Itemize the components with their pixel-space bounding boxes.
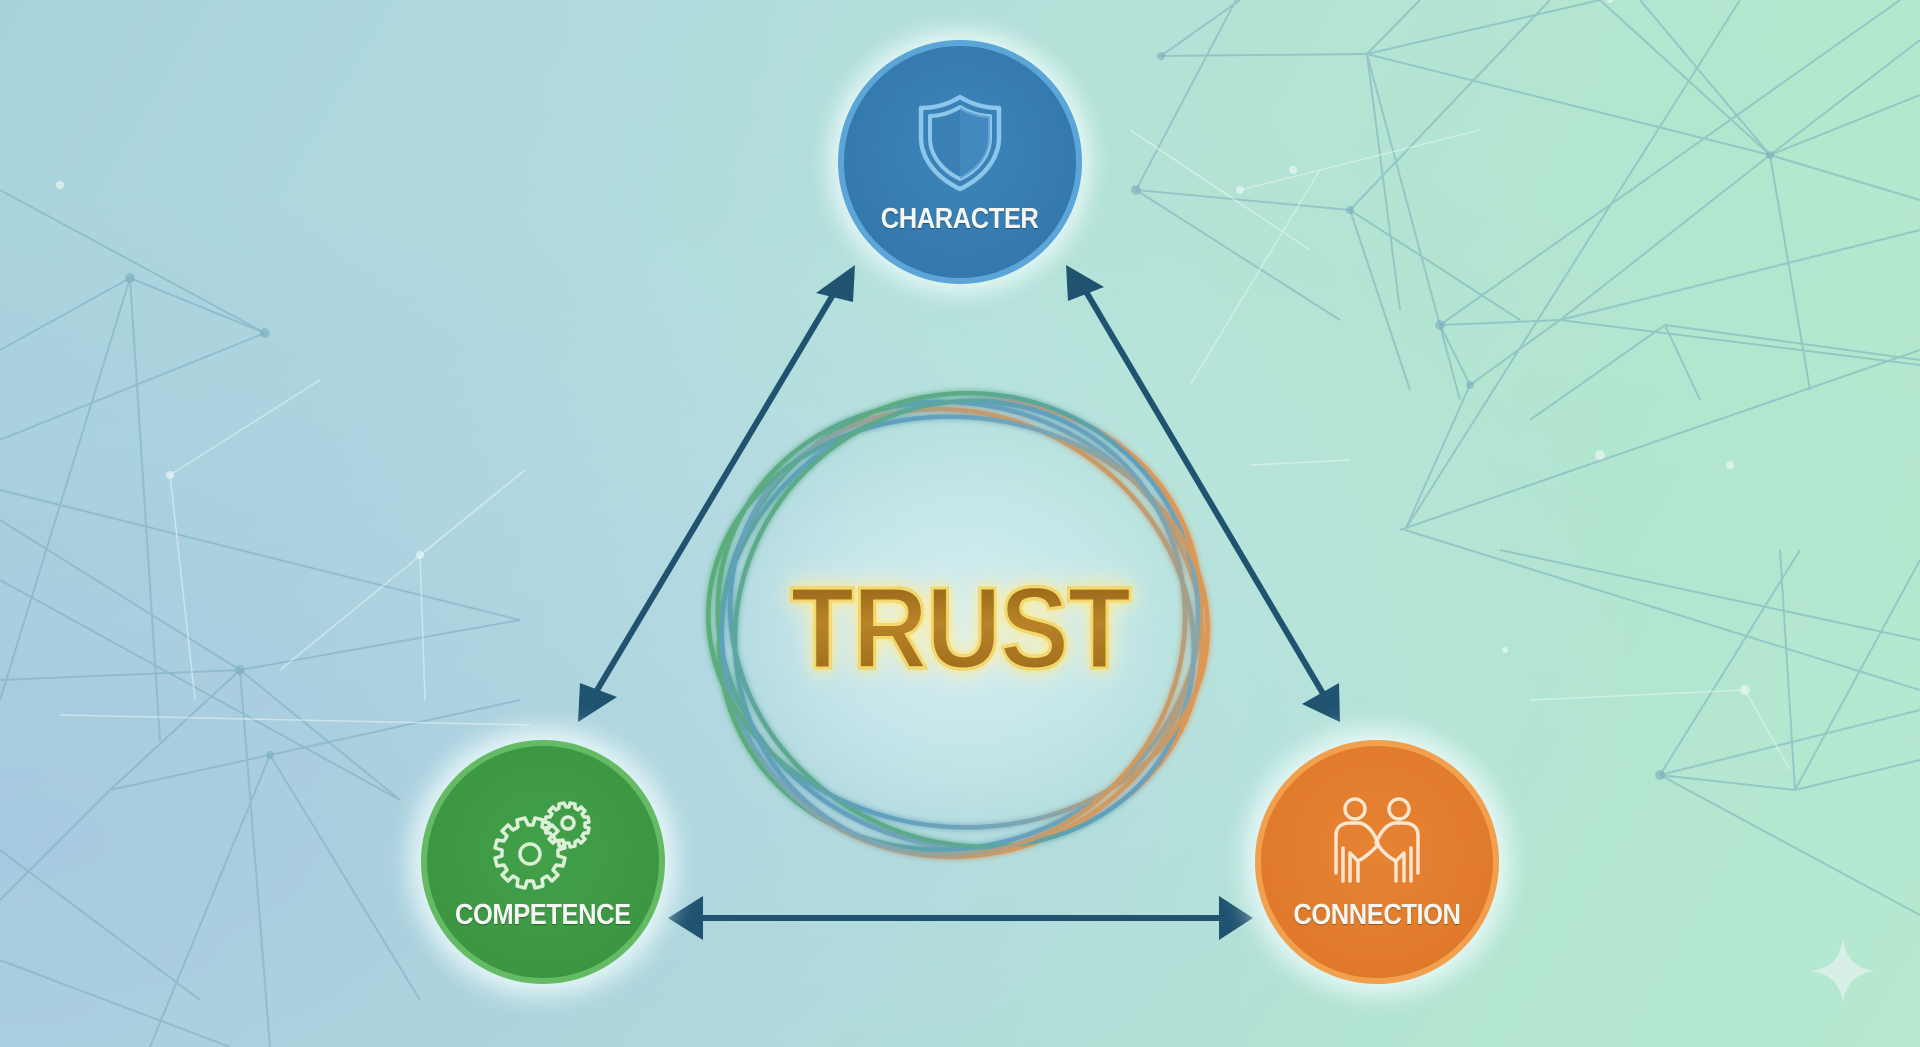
center-trust-label: TRUST bbox=[780, 569, 1140, 688]
sparkle-icon bbox=[1810, 938, 1876, 1004]
node-competence: COMPETENCE bbox=[421, 740, 665, 984]
arrow-character-connection bbox=[1075, 276, 1328, 699]
handshake-people-icon bbox=[1334, 796, 1420, 883]
node-competence-label: COMPETENCE bbox=[455, 898, 631, 931]
arrow-character-competence bbox=[590, 276, 846, 699]
shield-icon bbox=[918, 94, 1002, 191]
node-character: CHARACTER bbox=[838, 40, 1082, 284]
node-character-label: CHARACTER bbox=[881, 202, 1039, 235]
gears-icon bbox=[493, 800, 591, 890]
node-connection: CONNECTION bbox=[1255, 740, 1499, 984]
node-connection-label: CONNECTION bbox=[1293, 898, 1461, 931]
